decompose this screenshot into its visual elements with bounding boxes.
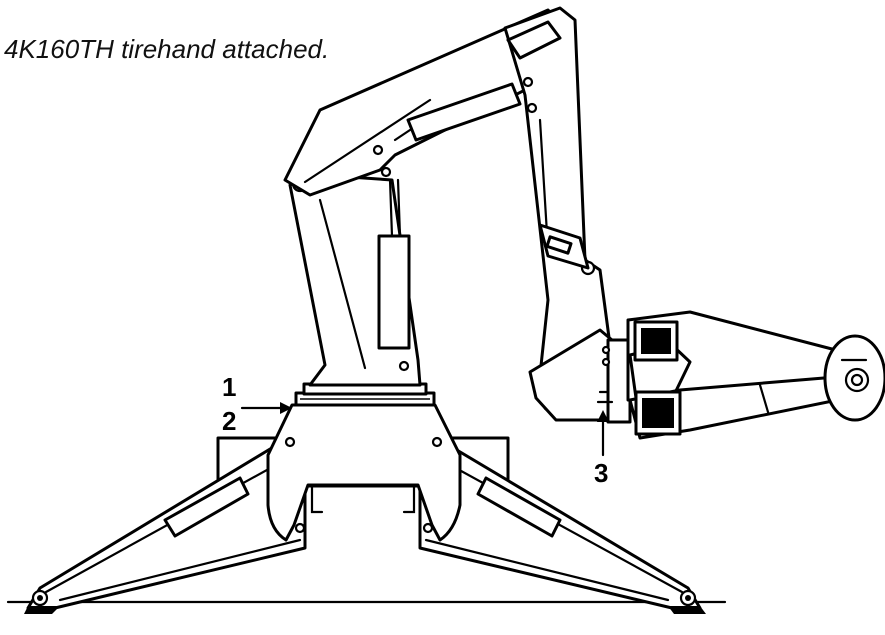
callout-arrow-2: [240, 402, 292, 414]
left-outrigger: [24, 438, 307, 614]
rotator-head: [528, 328, 632, 424]
lift-cylinder: [377, 178, 411, 350]
tire-wheel: [823, 334, 885, 422]
figure-caption: 4K160TH tirehand attached.: [4, 34, 330, 64]
extension-link: [538, 223, 590, 270]
tirehand-arms: [626, 310, 864, 440]
callout-label-1: 1: [222, 372, 237, 402]
right-outrigger: [418, 438, 706, 614]
callout-label-2: 2: [222, 406, 237, 436]
callout-label-3: 3: [594, 458, 609, 488]
boom-cylinder: [393, 82, 522, 142]
slewing-ring: [294, 382, 436, 407]
crane-base: [266, 403, 462, 542]
callout-arrow-3: [597, 410, 609, 457]
